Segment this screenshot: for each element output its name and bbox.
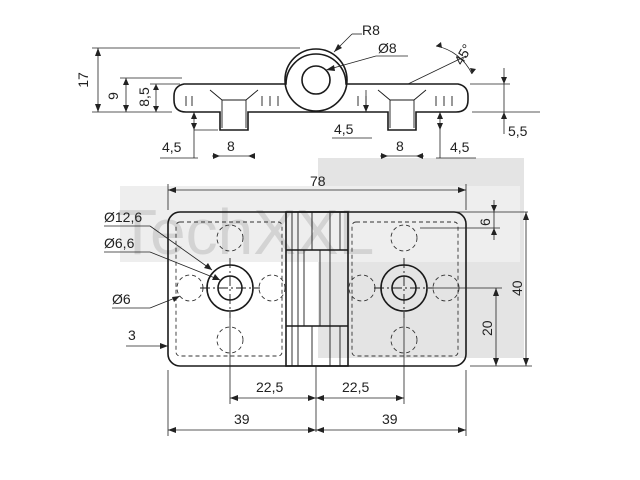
- right-recess: [351, 221, 459, 357]
- label-radius: R8: [362, 22, 380, 38]
- dim-left-width: 8: [227, 138, 235, 154]
- left-recess: [175, 221, 283, 357]
- dim-top-offset: 6: [477, 218, 493, 226]
- hinge-knuckle: [285, 211, 349, 367]
- dim-right-depth-a: 4,5: [334, 121, 354, 137]
- label-through-hole-diameter: Ø6,6: [104, 235, 135, 251]
- dim-left-depth: 4,5: [162, 139, 182, 155]
- dim-height-9: 9: [105, 92, 121, 100]
- countersink-right: [377, 89, 427, 101]
- label-small-hole-diameter: Ø6: [112, 291, 131, 307]
- dim-right-width: 8: [396, 138, 404, 154]
- side-view: 17 9 8,5 4,5 8 4,5 8 4,5: [75, 22, 540, 159]
- dim-right-half-length: 39: [382, 411, 398, 427]
- dim-overall-width: 40: [509, 280, 525, 296]
- dim-height-total: 17: [75, 72, 91, 88]
- dim-right-height: 5,5: [508, 123, 528, 139]
- dim-height-8-5: 8,5: [136, 87, 152, 107]
- dim-right-depth-b: 4,5: [450, 139, 470, 155]
- label-pin-diameter: Ø8: [378, 40, 397, 56]
- dim-left-hole-distance: 22,5: [256, 379, 283, 395]
- dim-center-height: 20: [479, 320, 495, 336]
- dim-overall-length: 78: [310, 173, 326, 189]
- side-view-outline: [173, 53, 469, 131]
- dim-left-half-length: 39: [234, 411, 250, 427]
- top-view: 78 Ø12,6 Ø6,6 Ø6 3 6 40 2: [104, 173, 532, 436]
- dim-angle: 45°: [451, 41, 475, 67]
- dim-right-hole-distance: 22,5: [342, 379, 369, 395]
- pin-hole: [301, 65, 331, 95]
- watermark-text: TechXXL: [118, 196, 374, 268]
- dim-edge-offset: 3: [128, 327, 136, 343]
- knuckle-circle: [284, 48, 348, 112]
- countersink-left: [209, 89, 259, 101]
- label-counterbore-diameter: Ø12,6: [104, 209, 142, 225]
